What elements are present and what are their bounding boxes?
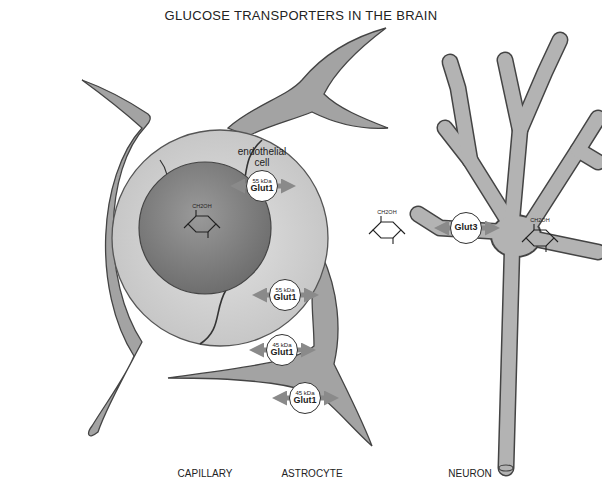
transporter-circle: 45 kDaGlut1 — [266, 334, 298, 366]
chemical-group: CH2OH — [192, 203, 211, 209]
transporter-circle: 55 kDaGlut1 — [269, 279, 301, 311]
transporter-circle: Glut3 — [450, 212, 482, 244]
cell-label: endothelial cell — [231, 146, 293, 168]
transporter-circle: 55 kDaGlut1 — [246, 170, 278, 202]
capillary — [112, 130, 328, 346]
diagram-title: GLUCOSE TRANSPORTERS IN THE BRAIN — [165, 9, 438, 23]
transporter-name: Glut1 — [270, 348, 293, 357]
transport-arrows — [236, 186, 494, 398]
transporter-name: Glut1 — [250, 184, 273, 193]
transporter-name: Glut3 — [454, 223, 477, 232]
chemical-group: CH2OH — [530, 217, 549, 223]
region-label: ASTROCYTE — [281, 468, 342, 479]
astrocyte-processes — [82, 28, 388, 446]
glucose-rings — [184, 210, 558, 252]
chemical-group: CH2OH — [377, 209, 396, 215]
transporter-circle: 45 kDaGlut1 — [289, 382, 321, 414]
region-label: NEURON — [448, 468, 491, 479]
transporter-name: Glut1 — [273, 293, 296, 302]
transporter-name: Glut1 — [293, 396, 316, 405]
region-label: CAPILLARY — [178, 468, 233, 479]
neuron — [418, 40, 598, 471]
